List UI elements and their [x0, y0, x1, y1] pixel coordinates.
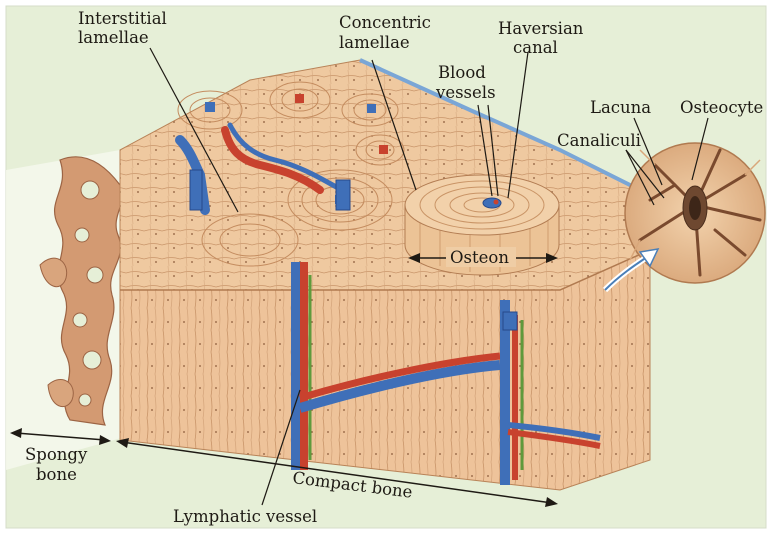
- osteocyte-label: Osteocyte: [680, 98, 763, 117]
- lymphatic-vessel-label: Lymphatic vessel: [173, 507, 317, 526]
- haversian-canal-label-line2: canal: [513, 38, 558, 57]
- interstitial-lamellae-label-line1: Interstitial: [78, 9, 167, 28]
- spongy-bone-label-line1: Spongy: [25, 445, 88, 464]
- blood-vessels-label-line1: Blood: [438, 63, 486, 82]
- blood-vessels-label-line2: vessels: [435, 83, 496, 102]
- concentric-lamellae-label-line1: Concentric: [339, 13, 431, 32]
- osteocyte-magnified-view: [625, 143, 765, 283]
- lacuna-label: Lacuna: [590, 98, 651, 117]
- interstitial-lamellae-label-line2: lamellae: [78, 28, 149, 47]
- haversian-canal-label-line1: Haversian: [498, 19, 584, 38]
- canaliculi-label: Canaliculi: [557, 131, 641, 150]
- spongy-bone-label-line2: bone: [36, 465, 77, 484]
- concentric-lamellae-label-line2: lamellae: [339, 33, 410, 52]
- osteon-label: Osteon: [450, 248, 509, 267]
